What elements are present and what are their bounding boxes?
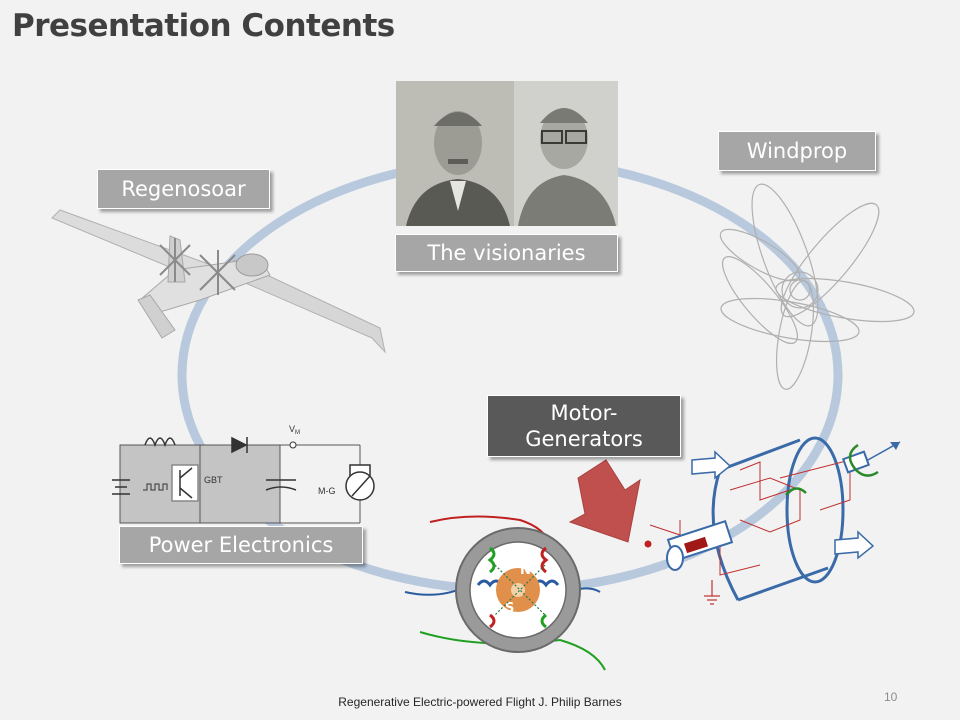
slide-title: Presentation Contents xyxy=(12,8,395,44)
motor-generators-label-line1: Motor- xyxy=(550,401,618,425)
windprop-rotor-image xyxy=(719,183,915,390)
power-electronics-label[interactable]: Power Electronics xyxy=(119,526,363,564)
visionaries-photo-drawing xyxy=(396,81,618,226)
page-number: 10 xyxy=(884,690,898,704)
regenosoar-label[interactable]: Regenosoar xyxy=(97,169,270,209)
motor-cross-section-image: N S xyxy=(404,515,606,671)
power-electronics-circuit: GBT VM M-G xyxy=(112,424,375,524)
motor-generator-isometric-image xyxy=(644,436,901,605)
slide-footer: Regenerative Electric-powered Flight J. … xyxy=(338,695,622,709)
rotor-s-label: S xyxy=(505,601,514,616)
rotor-n-label: N xyxy=(520,563,531,578)
visionaries-label[interactable]: The visionaries xyxy=(395,234,618,272)
gbt-label: GBT xyxy=(204,475,223,485)
visionaries-photo xyxy=(396,81,618,226)
mg-label: M-G xyxy=(318,486,336,496)
vm-label: VM xyxy=(289,424,300,436)
motor-generators-label[interactable]: Motor- Generators xyxy=(487,395,681,457)
regenosoar-aircraft-image xyxy=(51,209,386,354)
windprop-label[interactable]: Windprop xyxy=(718,131,876,171)
red-pointer-arrow xyxy=(568,459,641,543)
motor-generators-label-line2: Generators xyxy=(525,427,643,451)
